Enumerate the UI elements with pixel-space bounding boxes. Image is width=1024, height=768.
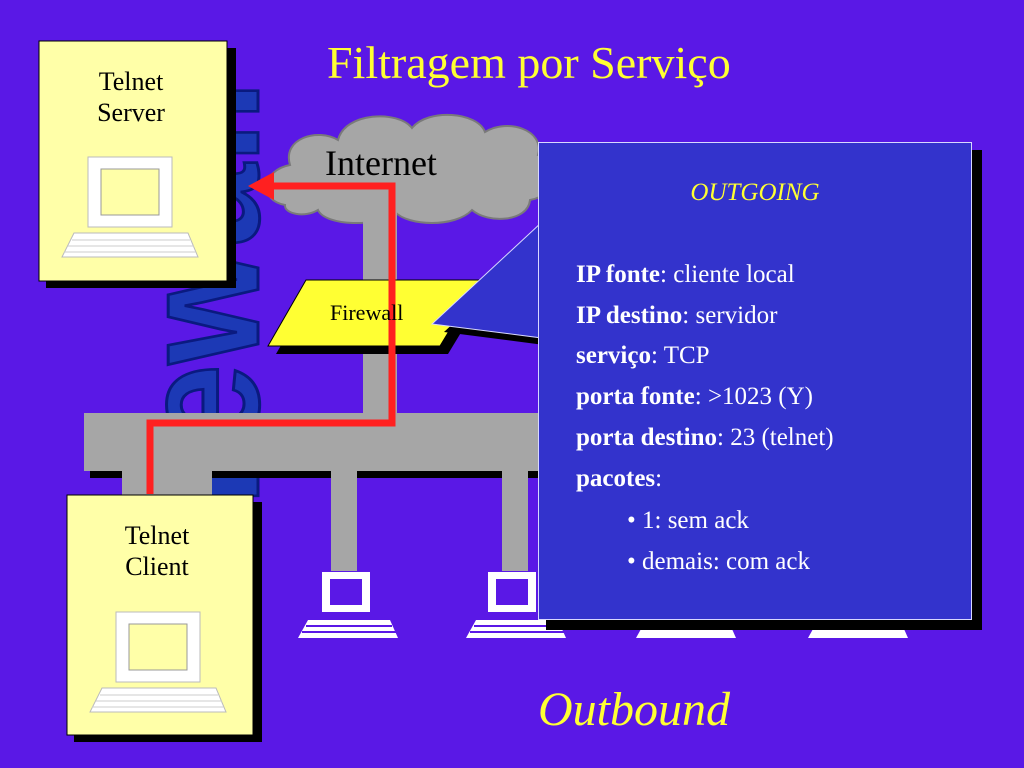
- client-label-line2: Client: [125, 552, 189, 581]
- rule-box: OUTGOING IP fonte: cliente local IP dest…: [538, 142, 972, 620]
- server-label: Telnet Server: [66, 66, 196, 128]
- server-computer-icon: [61, 156, 199, 258]
- rule-field-label: pacotes: [576, 465, 656, 492]
- client-label-line1: Telnet: [124, 521, 190, 550]
- client-drop: [122, 471, 212, 496]
- workstation-icon: [466, 572, 566, 638]
- rule-field-value: TCP: [663, 342, 710, 369]
- server-label-line2: Server: [97, 98, 165, 127]
- rule-field: pacotes:: [576, 465, 662, 493]
- outbound-arrowhead: [248, 172, 274, 200]
- rule-field-sep: :: [655, 465, 663, 492]
- rule-field-sep: :: [660, 261, 674, 288]
- workstation-drop: [502, 471, 528, 571]
- rule-field-value: >1023 (Y): [707, 383, 813, 410]
- internet-label: Internet: [325, 143, 437, 183]
- client-label: Telnet Client: [92, 520, 222, 582]
- client-computer-icon: [89, 611, 227, 713]
- rule-field: IP destino: servidor: [576, 302, 777, 330]
- rule-field-label: IP fonte: [576, 261, 661, 288]
- server-label-line1: Telnet: [98, 67, 164, 96]
- rule-field-label: porta fonte: [576, 383, 695, 410]
- rule-field: porta destino: 23 (telnet): [576, 424, 834, 452]
- rule-bullet: • 1: sem ack: [627, 507, 749, 534]
- rule-field-sep: :: [682, 302, 696, 329]
- rule-heading: OUTGOING: [690, 179, 820, 206]
- workstation-drop: [331, 471, 357, 571]
- rule-bullet: • demais: com ack: [627, 548, 810, 575]
- rule-field-value: 23 (telnet): [730, 424, 834, 451]
- rule-field-value: cliente local: [673, 261, 795, 288]
- firewall-shape: [267, 279, 481, 347]
- rule-field-sep: :: [694, 383, 708, 410]
- workstation-icon: [298, 572, 398, 638]
- rule-field: porta fonte: >1023 (Y): [576, 383, 813, 411]
- slide-title: Filtragem por Serviço: [327, 37, 731, 88]
- rule-field-label: serviço: [576, 342, 651, 369]
- rule-field-sep: :: [716, 424, 731, 451]
- rule-field-label: porta destino: [576, 424, 717, 451]
- rule-field-sep: :: [650, 342, 664, 369]
- firewall-label: Firewall: [330, 300, 404, 325]
- rule-field-value: servidor: [695, 302, 778, 329]
- outbound-path: [146, 182, 396, 494]
- direction-label: Outbound: [538, 683, 730, 736]
- rule-field: serviço: TCP: [576, 342, 710, 370]
- rule-field-label: IP destino: [576, 302, 683, 329]
- rule-field: IP fonte: cliente local: [576, 261, 795, 289]
